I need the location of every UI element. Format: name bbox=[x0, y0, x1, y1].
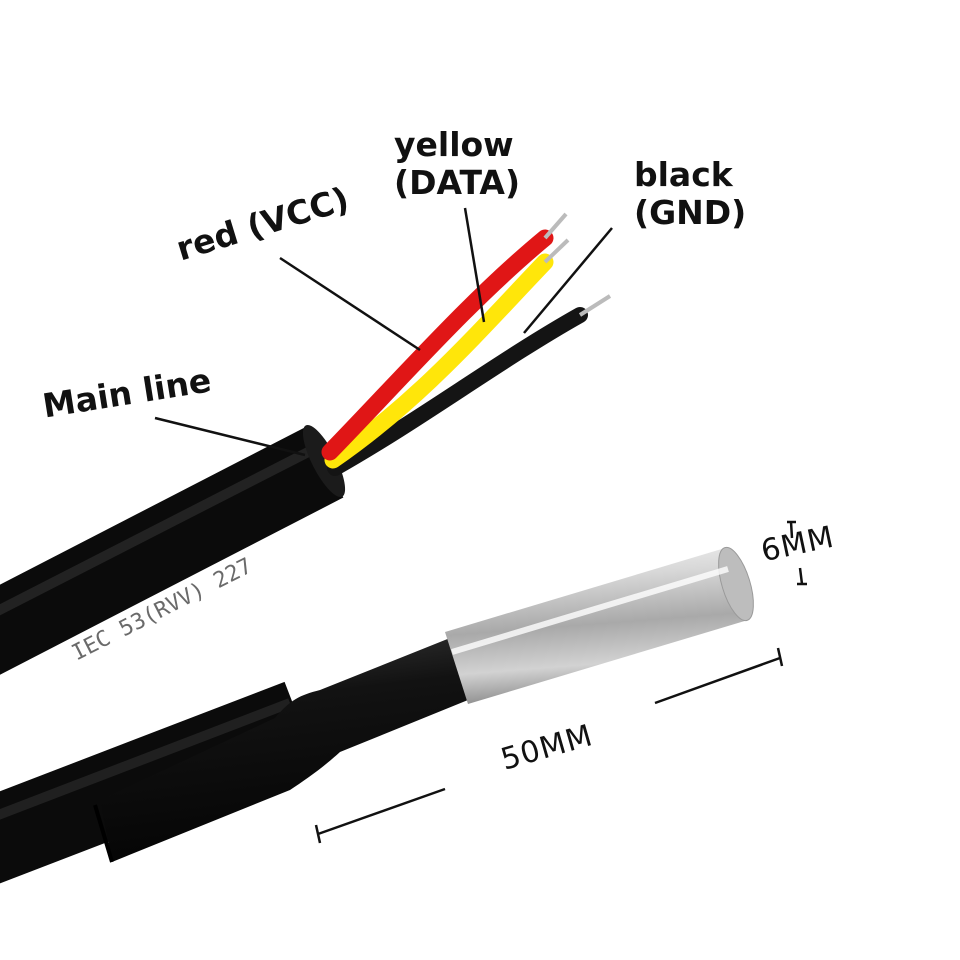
wires bbox=[321, 212, 612, 476]
yellow-wire-role: (DATA) bbox=[394, 163, 521, 202]
black-wire-label: black (GND) bbox=[634, 156, 746, 232]
black-wire-role: (GND) bbox=[634, 193, 747, 232]
black-leader-line bbox=[523, 227, 613, 334]
dimension-marks bbox=[314, 520, 807, 844]
main-line-leader-line bbox=[154, 416, 306, 457]
black-wire-name: black bbox=[634, 155, 733, 194]
leader-lines bbox=[154, 207, 613, 457]
red-leader-line bbox=[279, 256, 421, 352]
yellow-leader-line bbox=[463, 207, 486, 323]
heat-shrink-sleeve bbox=[93, 638, 468, 863]
steel-probe bbox=[445, 546, 754, 704]
yellow-wire-label: yellow (DATA) bbox=[394, 126, 520, 202]
main-cable: IEC 53(RVV) 227 bbox=[0, 424, 346, 675]
yellow-wire-name: yellow bbox=[394, 125, 514, 164]
